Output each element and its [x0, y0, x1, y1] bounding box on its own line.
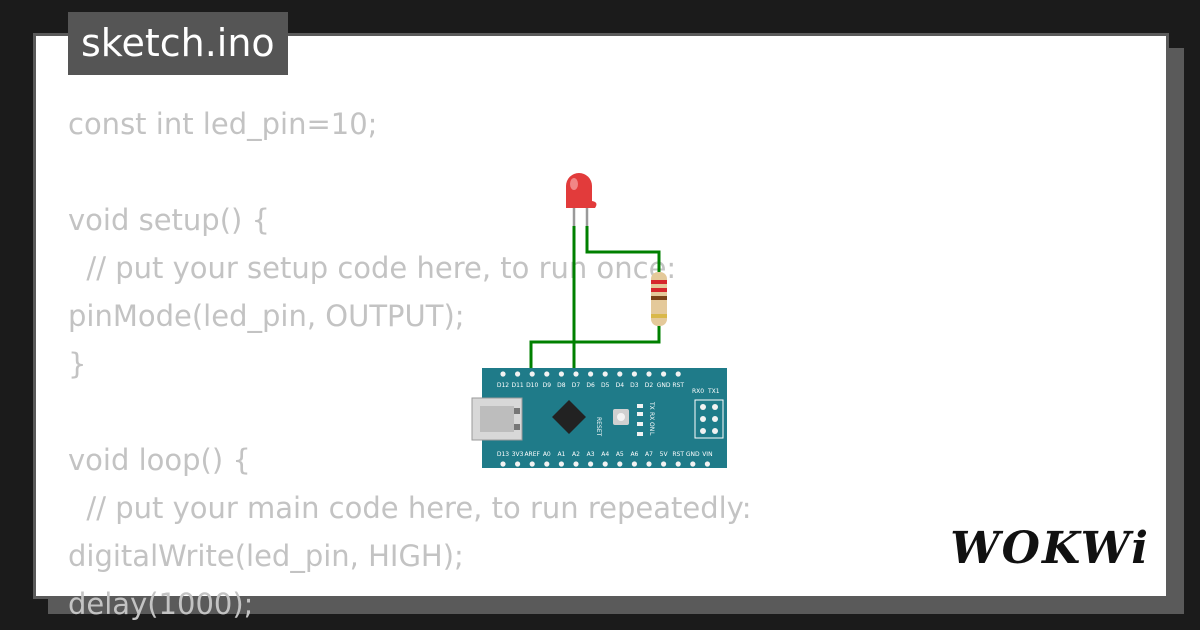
pin-hole-a5[interactable] — [617, 461, 623, 467]
code-line: void setup() { — [68, 203, 270, 237]
pin-hole-aref[interactable] — [529, 461, 535, 467]
wire-led-anode-resistor — [585, 226, 661, 272]
pin-label-a4: A4 — [601, 451, 609, 458]
pin-label-d10: D10 — [526, 382, 538, 389]
pin-label-d12: D12 — [497, 382, 509, 389]
pin-label-d5: D5 — [601, 382, 610, 389]
pin-label-vin: VIN — [702, 451, 712, 458]
pin-hole-vin[interactable] — [704, 461, 711, 467]
pin-label-5v: 5V — [660, 451, 669, 458]
pin-label-d11: D11 — [511, 382, 523, 389]
pin-hole-rst[interactable] — [675, 461, 681, 467]
icsp-pin — [700, 428, 706, 434]
pin-hole-a3[interactable] — [588, 461, 594, 467]
usb-connector — [471, 397, 523, 441]
pin-label-a3: A3 — [587, 451, 595, 458]
pin-label-rst: RST — [672, 451, 684, 458]
code-line: const int led_pin=10; — [68, 107, 378, 141]
pin-label-a5: A5 — [616, 451, 624, 458]
pin-hole-a1[interactable] — [558, 461, 565, 467]
pin-hole-gnd[interactable] — [661, 371, 667, 377]
pin-hole-d4[interactable] — [617, 371, 623, 377]
pin-label-gnd: GND — [686, 451, 700, 458]
status-led-label-on: ON — [648, 422, 655, 431]
pin-label-d6: D6 — [586, 382, 595, 389]
mcu-chip — [552, 400, 586, 434]
code-line: pinMode(led_pin, OUTPUT); — [68, 299, 465, 333]
wire-resistor-d10 — [529, 326, 661, 376]
pin-label-d2: D2 — [645, 382, 654, 389]
pin-label-aref: AREF — [524, 451, 540, 458]
pin-hole-3v3[interactable] — [515, 461, 521, 467]
icsp-pin — [712, 404, 718, 410]
pin-label-d13: D13 — [497, 451, 509, 458]
pin-hole-a6[interactable] — [631, 461, 638, 467]
pin-label-gnd: GND — [657, 382, 671, 389]
pin-hole-a0[interactable] — [544, 461, 550, 467]
icsp-pin — [700, 404, 706, 410]
icsp-pin — [712, 416, 718, 422]
pin-label-rx0: RX0 — [692, 388, 704, 395]
pin-label-d3: D3 — [630, 382, 639, 389]
icsp-pin — [712, 428, 718, 434]
code-line: void loop() { — [68, 443, 251, 477]
pin-hole-d13[interactable] — [500, 461, 506, 467]
preview-card: const int led_pin=10;void setup() { // p… — [33, 33, 1169, 621]
pin-hole-d12[interactable] — [500, 371, 506, 377]
status-led-label-rx: RX — [648, 412, 655, 420]
reset-label: RESET — [595, 417, 602, 437]
pin-hole-d2[interactable] — [646, 371, 652, 377]
pin-label-d4: D4 — [616, 382, 625, 389]
status-led-label-tx: TX — [648, 401, 655, 410]
code-line: // put your main code here, to run repea… — [68, 491, 752, 525]
pin-hole-d6[interactable] — [588, 371, 594, 377]
resistor-component[interactable] — [651, 272, 667, 326]
pin-label-d8: D8 — [557, 382, 566, 389]
pin-hole-gnd[interactable] — [690, 461, 696, 467]
pin-hole-5v[interactable] — [661, 461, 667, 467]
icsp-header — [694, 399, 724, 439]
pin-hole-a4[interactable] — [602, 461, 608, 467]
pin-hole-rst[interactable] — [675, 371, 681, 377]
pin-hole-d11[interactable] — [515, 371, 521, 377]
code-preview: const int led_pin=10;void setup() { // p… — [68, 100, 752, 628]
status-leds — [637, 404, 643, 436]
pin-hole-a7[interactable] — [646, 461, 652, 467]
pin-label-a2: A2 — [572, 451, 580, 458]
pin-hole-d7[interactable] — [573, 371, 579, 377]
pin-label-d9: D9 — [543, 382, 552, 389]
pin-hole-d5[interactable] — [602, 371, 608, 377]
led-component[interactable] — [566, 173, 597, 226]
pin-label-tx1: TX1 — [707, 388, 720, 395]
code-line: digitalWrite(led_pin, HIGH); — [68, 539, 464, 573]
pin-hole-a2[interactable] — [573, 461, 579, 467]
pin-hole-d8[interactable] — [558, 371, 565, 377]
icsp-pin — [700, 416, 706, 422]
code-line: delay(1000); — [68, 587, 254, 621]
code-line: } — [68, 347, 87, 381]
pin-label-a0: A0 — [543, 451, 551, 458]
code-line: // put your setup code here, to run once… — [68, 251, 677, 285]
pin-label-d7: D7 — [572, 382, 581, 389]
pin-hole-d3[interactable] — [631, 371, 638, 377]
status-led-label-l: L — [648, 432, 655, 436]
pin-hole-d10[interactable] — [529, 371, 535, 377]
pin-label-a1: A1 — [557, 451, 565, 458]
pin-hole-d9[interactable] — [544, 371, 550, 377]
pin-label-a6: A6 — [630, 451, 638, 458]
wokwi-logo: WOKWi — [950, 523, 1150, 574]
reset-button[interactable] — [613, 409, 629, 425]
pin-label-rst: RST — [672, 382, 684, 389]
pin-label-a7: A7 — [645, 451, 653, 458]
pin-label-3v3: 3V3 — [512, 451, 524, 458]
file-name-tab[interactable]: sketch.ino — [68, 12, 288, 75]
